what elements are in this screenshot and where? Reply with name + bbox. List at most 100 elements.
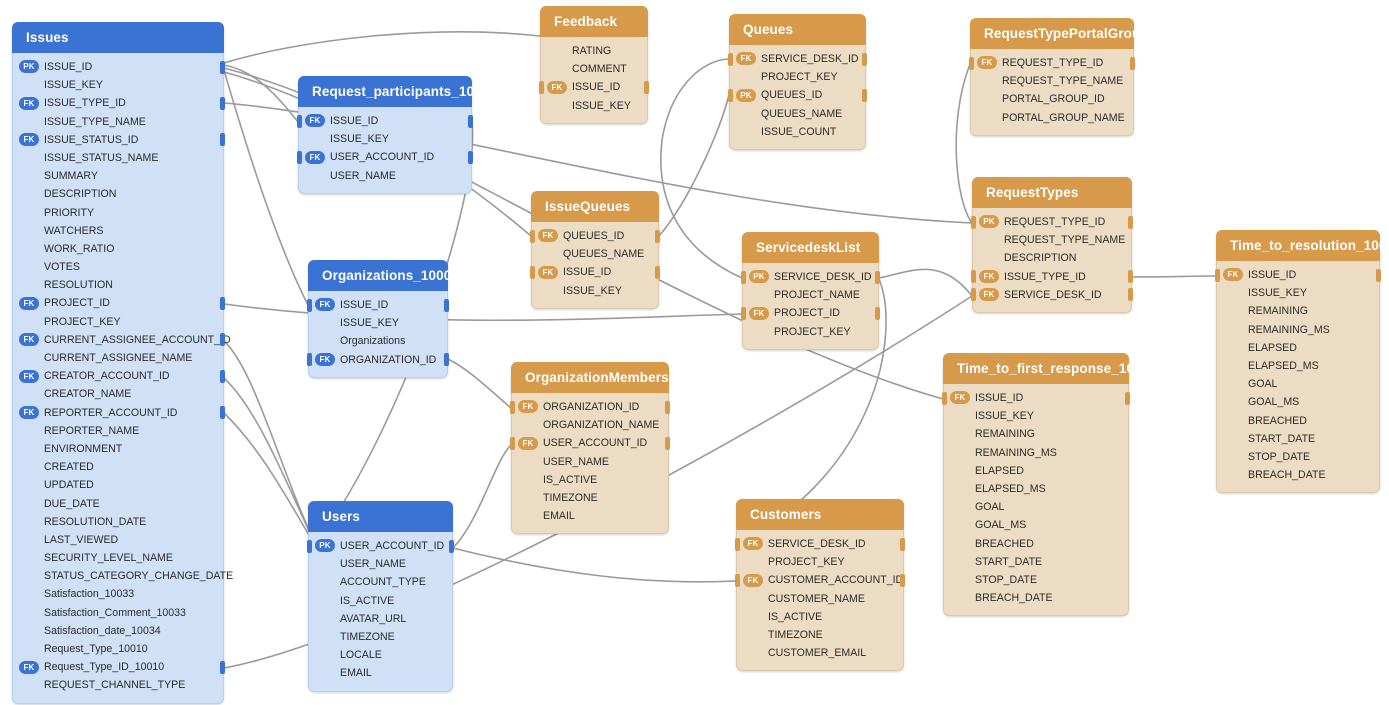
connection-port-right[interactable]	[220, 406, 225, 420]
table-field-row[interactable]: Satisfaction_10033	[13, 585, 223, 603]
connection-port-left[interactable]	[741, 306, 746, 320]
table-field-row[interactable]: BREACH_DATE	[1217, 466, 1379, 484]
table-field-row[interactable]: BREACHED	[1217, 412, 1379, 430]
connection-port-right[interactable]	[220, 133, 225, 147]
connection-port-left[interactable]	[539, 80, 544, 94]
connection-port-left[interactable]	[510, 436, 515, 450]
table-field-row[interactable]: Satisfaction_Comment_10033	[13, 604, 223, 622]
table-field-row[interactable]: ENVIRONMENT	[13, 440, 223, 458]
table-field-row[interactable]: IS_ACTIVE	[512, 471, 668, 489]
table-field-row[interactable]: AVATAR_URL	[309, 610, 452, 628]
table-field-row[interactable]: CREATOR_NAME	[13, 385, 223, 403]
table-field-row[interactable]: GOAL	[1217, 375, 1379, 393]
table-field-row[interactable]: PRIORITY	[13, 204, 223, 222]
table-field-row[interactable]: TIMEZONE	[309, 628, 452, 646]
table-field-row[interactable]: Organizations	[309, 332, 447, 350]
connection-port-left[interactable]	[971, 288, 976, 302]
connection-port-right[interactable]	[1376, 268, 1381, 282]
table-field-row[interactable]: LOCALE	[309, 646, 452, 664]
table-field-row[interactable]: ISSUE_KEY	[299, 130, 471, 148]
connection-port-left[interactable]	[307, 539, 312, 553]
table-field-row[interactable]: SECURITY_LEVEL_NAME	[13, 549, 223, 567]
connection-port-right[interactable]	[1128, 270, 1133, 284]
connection-port-right[interactable]	[220, 96, 225, 110]
table-field-row[interactable]: ELAPSED_MS	[1217, 357, 1379, 375]
table-field-row[interactable]: TIMEZONE	[512, 489, 668, 507]
connection-port-right[interactable]	[665, 436, 670, 450]
table-field-row[interactable]: COMMENT	[541, 60, 647, 78]
connection-port-left[interactable]	[297, 150, 302, 164]
table-field-row[interactable]: EMAIL	[309, 664, 452, 682]
connection-port-right[interactable]	[449, 539, 454, 553]
connection-port-left[interactable]	[510, 400, 515, 414]
table-field-row[interactable]: RESOLUTION_DATE	[13, 513, 223, 531]
connection-port-right[interactable]	[220, 369, 225, 383]
table-field-row[interactable]: ISSUE_KEY	[532, 282, 658, 300]
connection-port-right[interactable]	[468, 150, 473, 164]
connection-port-right[interactable]	[655, 265, 660, 279]
table-field-row[interactable]: ACCOUNT_TYPE	[309, 573, 452, 591]
table-field-row[interactable]: STATUS_CATEGORY_CHANGE_DATE	[13, 567, 233, 585]
table-field-row[interactable]: BREACHED	[944, 535, 1128, 553]
connection-port-right[interactable]	[862, 52, 867, 66]
table-field-row[interactable]: ISSUE_KEY	[541, 97, 647, 115]
table-field-row[interactable]: QUEUES_NAME	[532, 245, 658, 263]
connection-port-left[interactable]	[728, 52, 733, 66]
table-field-row[interactable]: RESOLUTION	[13, 276, 223, 294]
connection-port-right[interactable]	[655, 229, 660, 243]
table-field-row[interactable]: USER_NAME	[512, 453, 668, 471]
table-field-row[interactable]: STOP_DATE	[944, 571, 1128, 589]
table-field-row[interactable]: CREATED	[13, 458, 223, 476]
connection-port-right[interactable]	[1125, 391, 1130, 405]
connection-port-right[interactable]	[644, 80, 649, 94]
table-field-row[interactable]: DESCRIPTION	[973, 249, 1131, 267]
connection-port-left[interactable]	[1215, 268, 1220, 282]
table-field-row[interactable]: DUE_DATE	[13, 495, 223, 513]
table-field-row[interactable]: START_DATE	[944, 553, 1128, 571]
table-field-row[interactable]: IS_ACTIVE	[309, 592, 452, 610]
connection-port-left[interactable]	[735, 537, 740, 551]
table-field-row[interactable]: ISSUE_STATUS_NAME	[13, 149, 223, 167]
table-field-row[interactable]: GOAL_MS	[1217, 393, 1379, 411]
table-field-row[interactable]: EMAIL	[512, 507, 668, 525]
table-field-row[interactable]: ISSUE_KEY	[944, 407, 1128, 425]
connection-port-right[interactable]	[1128, 215, 1133, 229]
table-field-row[interactable]: SUMMARY	[13, 167, 223, 185]
table-field-row[interactable]: GOAL_MS	[944, 516, 1128, 534]
table-field-row[interactable]: PROJECT_NAME	[743, 286, 878, 304]
table-field-row[interactable]: ELAPSED	[944, 462, 1128, 480]
table-field-row[interactable]: ORGANIZATION_NAME	[512, 416, 668, 434]
connection-port-right[interactable]	[1130, 56, 1135, 70]
